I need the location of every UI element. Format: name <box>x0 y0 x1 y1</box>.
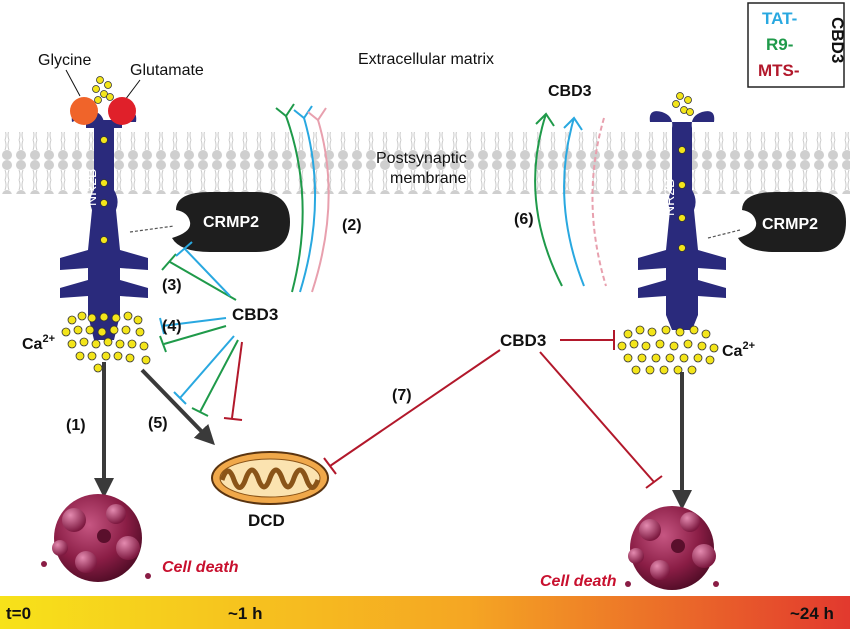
cbd3-label-top-right: CBD3 <box>548 83 592 100</box>
legend-cbd3: CBD3 <box>828 17 847 63</box>
glycine-ball <box>70 97 98 125</box>
dead-cell-right <box>625 506 719 590</box>
crmp2-label-left: CRMP2 <box>203 214 259 231</box>
glutamate-ball <box>108 97 136 125</box>
nr2b-label-right: NR2B <box>661 179 677 216</box>
calcium-label-left: Ca2+ <box>22 333 55 353</box>
step-4-label: (4) <box>162 318 182 335</box>
crmp2-label-right: CRMP2 <box>762 216 818 233</box>
postsynaptic-membrane <box>0 132 850 194</box>
timeline-start: t=0 <box>6 604 31 623</box>
curved-arrows-step6 <box>534 112 607 287</box>
crmp2-link-right <box>707 229 741 239</box>
dcd-label: DCD <box>248 511 285 530</box>
glycine-label: Glycine <box>38 52 91 69</box>
dead-cell-left <box>41 494 151 582</box>
nr2b-receptor-left <box>60 111 148 340</box>
cell-death-label-right: Cell death <box>540 573 617 590</box>
step-2-label: (2) <box>342 217 362 234</box>
step-7-label: (7) <box>392 387 412 404</box>
cbd3-label-center: CBD3 <box>500 331 546 350</box>
glutamate-pointer <box>124 79 141 101</box>
mitochondrion-icon <box>211 451 329 505</box>
inhibition-lines-left <box>159 241 243 421</box>
legend-mts: MTS- <box>758 61 800 80</box>
timeline-end: ~24 h <box>790 604 834 623</box>
nr2b-label-left: NR2B <box>83 169 99 206</box>
extracellular-label: Extracellular matrix <box>358 51 494 68</box>
calcium-dots-top-left <box>92 76 114 244</box>
arrow-step5 <box>140 368 215 446</box>
glutamate-label: Glutamate <box>130 62 204 79</box>
inhibition-lines-step7 <box>323 330 663 489</box>
curved-arrows-step2 <box>275 103 330 293</box>
glycine-pointer <box>65 69 81 97</box>
timeline-mid: ~1 h <box>228 604 263 623</box>
membrane-label-1: Postsynaptic <box>376 150 467 167</box>
crmp2-link-left <box>129 225 175 233</box>
step-6-label: (6) <box>514 211 534 228</box>
legend-r9: R9- <box>766 35 793 54</box>
crmp2-left <box>172 192 290 252</box>
cell-death-label-left: Cell death <box>162 559 239 576</box>
legend-box <box>747 2 845 88</box>
legend-tat: TAT- <box>762 9 797 28</box>
step-3-label: (3) <box>162 277 182 294</box>
crmp2-right <box>738 192 846 252</box>
membrane-label-2: membrane <box>390 170 467 187</box>
step-1-label: (1) <box>66 417 86 434</box>
cbd3-label-left: CBD3 <box>232 305 278 324</box>
calcium-cluster-left <box>61 311 151 373</box>
calcium-label-right: Ca2+ <box>722 340 755 360</box>
step-5-label: (5) <box>148 415 168 432</box>
calcium-dots-top-right <box>672 92 694 252</box>
calcium-cluster-right <box>617 325 719 375</box>
timeline-bar <box>0 596 850 629</box>
nr2b-receptor-right <box>638 111 726 330</box>
